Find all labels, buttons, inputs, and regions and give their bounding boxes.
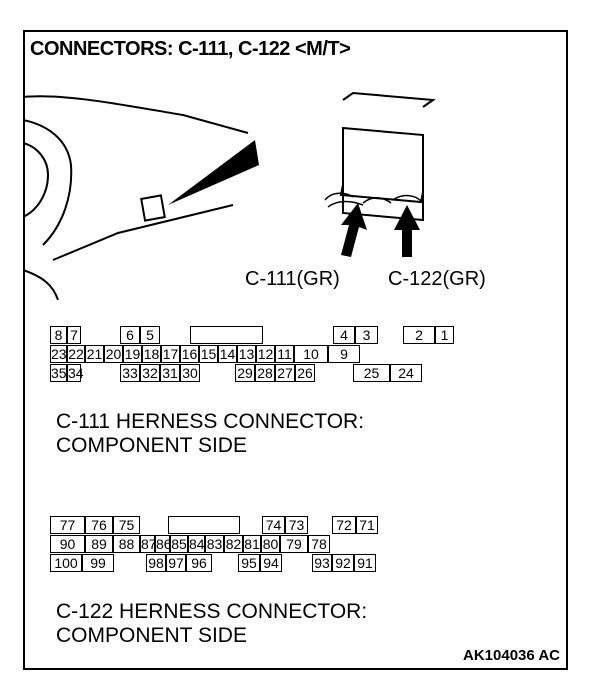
c122-pin-cell: 98 <box>146 554 166 572</box>
c122-pin-cell: 88 <box>113 535 140 553</box>
c111-pin-cell: 4 <box>333 326 355 344</box>
c111-pin-cell: 34 <box>67 364 84 382</box>
c122-pin-cell: 77 <box>50 516 85 534</box>
c122-pin-cell: 91 <box>354 554 376 572</box>
c111-pin-cell: 24 <box>390 364 422 382</box>
c111-pin-cell: 8 <box>50 326 67 344</box>
c111-pin-cell: 2 <box>403 326 435 344</box>
c122-caption-line1: C-122 HERNESS CONNECTOR: <box>56 600 368 623</box>
c111-pin-cell: 21 <box>85 345 104 363</box>
callout-c122: C-122(GR) <box>388 268 486 290</box>
c111-pin-cell: 9 <box>328 345 360 363</box>
callout-c111: C-111(GR) <box>245 268 340 290</box>
c111-pin-cell: 17 <box>161 345 180 363</box>
diagram-title: CONNECTORS: C-111, C-122 <M/T> <box>30 38 351 60</box>
c122-pin-cell: 95 <box>238 554 260 572</box>
dashboard-illustration <box>23 91 436 300</box>
c111-pin-cell: 19 <box>123 345 142 363</box>
c111-pin-cell: 18 <box>142 345 161 363</box>
c111-caption-line2: COMPONENT SIDE <box>56 434 247 457</box>
c122-caption-line2: COMPONENT SIDE <box>56 624 247 647</box>
c111-pin-cell: 35 <box>50 364 67 382</box>
figure-code: AK104036 AC <box>463 647 560 664</box>
c111-pin-cell: 20 <box>104 345 123 363</box>
c111-pin-cell: 14 <box>218 345 237 363</box>
ecu-module <box>324 91 436 222</box>
pointer-wedge <box>168 140 259 205</box>
diagram-frame <box>23 30 568 670</box>
c111-pin-cell: 23 <box>50 345 67 363</box>
c111-pin-cell: 16 <box>180 345 199 363</box>
c122-pin-cell: 83 <box>205 535 224 553</box>
c122-pin-cell: 96 <box>186 554 212 572</box>
c122-pin-cell: 79 <box>280 535 308 553</box>
c122-pin-cell: 84 <box>188 535 205 553</box>
dash-lower-edge <box>52 204 234 261</box>
c111-pin-cell: 28 <box>255 364 275 382</box>
c122-pin-cell: 89 <box>85 535 113 553</box>
c111-pin-cell: 33 <box>120 364 140 382</box>
c111-pin-cell: 1 <box>435 326 454 344</box>
c111-pin-cell: 11 <box>275 345 294 363</box>
c122-pin-cell: 93 <box>312 554 332 572</box>
c122-pin-cell: 80 <box>261 535 280 553</box>
dashboard-top-edge <box>23 95 249 134</box>
c122-pin-cell: 76 <box>85 516 113 534</box>
c122-pin-cell: 73 <box>285 516 308 534</box>
c111-pin-cell: 6 <box>120 326 140 344</box>
c122-pin-cell: 92 <box>332 554 354 572</box>
c122-pin-cell: 78 <box>308 535 330 553</box>
c122-blank-cavity <box>168 516 240 534</box>
c111-pin-cell: 29 <box>235 364 255 382</box>
c122-pin-cell: 100 <box>50 554 82 572</box>
lower-dash-outline <box>23 269 59 300</box>
c111-pin-cell: 26 <box>295 364 315 382</box>
c111-pin-cell: 31 <box>160 364 180 382</box>
c122-pin-cell: 71 <box>356 516 378 534</box>
c111-pin-cell: 13 <box>237 345 256 363</box>
arrow-c111 <box>341 203 367 257</box>
c122-pin-cell: 74 <box>262 516 285 534</box>
c122-pin-cell: 85 <box>170 535 188 553</box>
c122-pin-cell: 75 <box>113 516 140 534</box>
c122-pin-cell: 94 <box>260 554 282 572</box>
c111-pin-cell: 32 <box>140 364 160 382</box>
c111-pin-cell: 30 <box>180 364 200 382</box>
c111-pin-cell: 15 <box>199 345 218 363</box>
c122-pin-cell: 97 <box>166 554 186 572</box>
c111-pin-cell: 22 <box>67 345 85 363</box>
c122-pin-cell: 99 <box>82 554 114 572</box>
c122-pin-cell: 87 <box>140 535 157 553</box>
c111-pin-cell: 25 <box>353 364 390 382</box>
c111-pin-cell: 7 <box>67 326 81 344</box>
c111-blank-cavity <box>190 326 263 344</box>
c122-pin-cell: 82 <box>224 535 243 553</box>
c122-pin-cell: 90 <box>50 535 85 553</box>
c111-pin-cell: 5 <box>140 326 160 344</box>
c111-caption-line1: C-111 HERNESS CONNECTOR: <box>56 410 365 433</box>
c111-pin-cell: 27 <box>275 364 295 382</box>
ecu-location-marker <box>140 194 166 222</box>
c111-pin-cell: 3 <box>355 326 378 344</box>
c122-pin-cell: 86 <box>155 535 172 553</box>
c122-pin-cell: 81 <box>243 535 261 553</box>
c111-pin-cell: 10 <box>294 345 328 363</box>
steering-wheel-outline <box>23 119 73 246</box>
arrow-c122 <box>394 205 420 257</box>
c111-pin-cell: 12 <box>256 345 275 363</box>
steering-column-outline <box>23 142 50 218</box>
c122-pin-cell: 72 <box>332 516 356 534</box>
